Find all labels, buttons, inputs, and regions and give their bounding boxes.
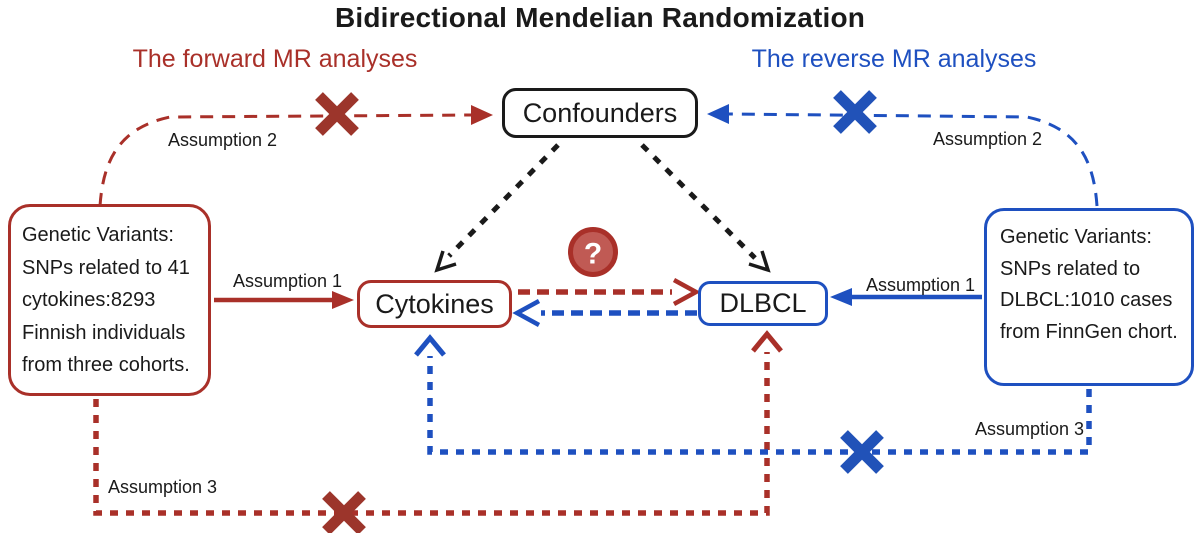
confounders-to-dlbcl-arrow [640, 143, 771, 273]
dlbcl-node: DLBCL [698, 281, 828, 326]
forward-assumption2-arrow [98, 105, 493, 207]
forward-assumption3-x-icon [322, 491, 366, 533]
outcome-box-line: SNPs related to [1000, 257, 1141, 280]
exposure-box-line: SNPs related to 41 [22, 256, 190, 279]
exposure-box-line: cytokines:8293 [22, 289, 156, 311]
exposure-box-line: Genetic Variants: [22, 224, 174, 246]
reverse-assumption2-label: Assumption 2 [933, 129, 1043, 149]
reverse-assumption1-label: Assumption 1 [866, 275, 976, 295]
forward-assumption1-label: Assumption 1 [233, 271, 343, 291]
outcome-box-line: Genetic Variants: [1000, 226, 1152, 248]
confounders-to-cytokines-arrow [434, 143, 560, 273]
reverse-assumption2-arrow [707, 104, 1099, 207]
dlbcl-label: DLBCL [719, 288, 807, 318]
exposure-genetic-variants-box: Genetic Variants: SNPs related to 41 cyt… [8, 204, 211, 396]
forward-assumption2-x-icon [315, 92, 359, 136]
forward-assumption3-label: Assumption 3 [108, 477, 218, 497]
exposure-box-line: from three cohorts. [22, 354, 190, 376]
confounders-node: Confounders [502, 88, 698, 138]
cytokines-label: Cytokines [375, 288, 494, 319]
outcome-box-line: from FinnGen chort. [1000, 320, 1178, 343]
forward-mr-header: The forward MR analyses [132, 45, 418, 73]
dlbcl-to-cytokines-arrow [512, 299, 697, 327]
forward-assumption2-label: Assumption 2 [168, 130, 278, 150]
forward-assumption1-arrow [214, 291, 354, 309]
question-mark-icon: ? [568, 227, 618, 277]
diagram-title: Bidirectional Mendelian Randomization [334, 2, 866, 33]
reverse-assumption3-arrow [414, 334, 1092, 455]
cytokines-node: Cytokines [357, 280, 512, 328]
reverse-mr-header: The reverse MR analyses [751, 45, 1037, 73]
forward-assumption3-arrow [93, 330, 783, 516]
reverse-assumption3-label: Assumption 3 [975, 419, 1085, 439]
outcome-box-line: DLBCL:1010 cases [1000, 289, 1173, 311]
reverse-assumption3-x-icon [840, 430, 884, 474]
outcome-genetic-variants-box: Genetic Variants: SNPs related to DLBCL:… [984, 208, 1194, 386]
question-mark-glyph: ? [584, 238, 602, 271]
reverse-assumption2-x-icon [833, 90, 877, 134]
reverse-assumption1-arrow [830, 288, 982, 306]
confounders-label: Confounders [522, 97, 678, 128]
cytokines-to-dlbcl-arrow [518, 278, 701, 306]
exposure-box-line: Finnish individuals [22, 321, 186, 344]
